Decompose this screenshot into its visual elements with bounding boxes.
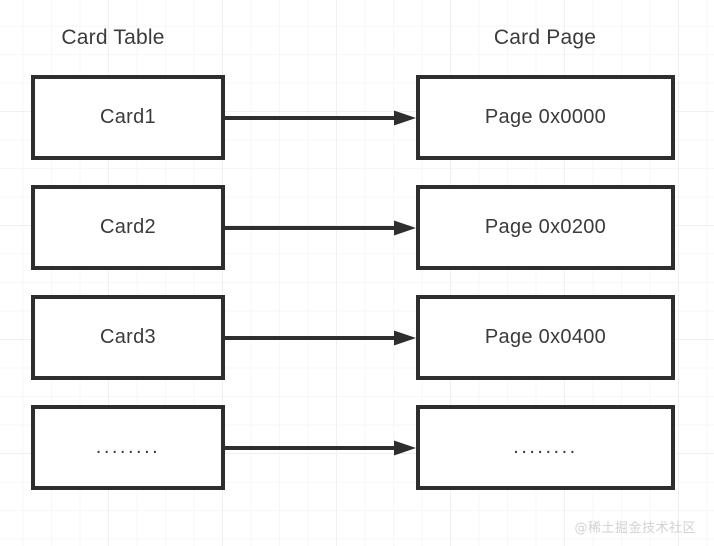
card-box-4[interactable]: ........ <box>31 405 225 490</box>
column-header-card-page: Card Page <box>493 26 597 49</box>
page-box-2[interactable]: Page 0x0200 <box>416 185 675 270</box>
arrow-icon-1 <box>224 110 416 126</box>
card-box-1[interactable]: Card1 <box>31 75 225 160</box>
card-box-1-label: Card1 <box>100 106 156 128</box>
card-box-2[interactable]: Card2 <box>31 185 225 270</box>
page-box-4[interactable]: ........ <box>416 405 675 490</box>
column-header-card-table: Card Table <box>61 26 165 49</box>
arrow-icon-4 <box>224 440 416 456</box>
page-box-1[interactable]: Page 0x0000 <box>416 75 675 160</box>
card-box-4-label: ........ <box>95 436 161 458</box>
arrow-icon-3 <box>224 330 416 346</box>
card-box-2-label: Card2 <box>100 216 156 238</box>
card-box-3-label: Card3 <box>100 326 156 348</box>
card-box-3[interactable]: Card3 <box>31 295 225 380</box>
page-box-1-label: Page 0x0000 <box>484 106 607 128</box>
watermark-text: @稀土掘金技术社区 <box>574 521 696 536</box>
page-box-3-label: Page 0x0400 <box>484 326 607 348</box>
arrow-icon-2 <box>224 220 416 236</box>
page-box-4-label: ........ <box>513 436 578 458</box>
page-box-3[interactable]: Page 0x0400 <box>416 295 675 380</box>
page-box-2-label: Page 0x0200 <box>484 216 607 238</box>
